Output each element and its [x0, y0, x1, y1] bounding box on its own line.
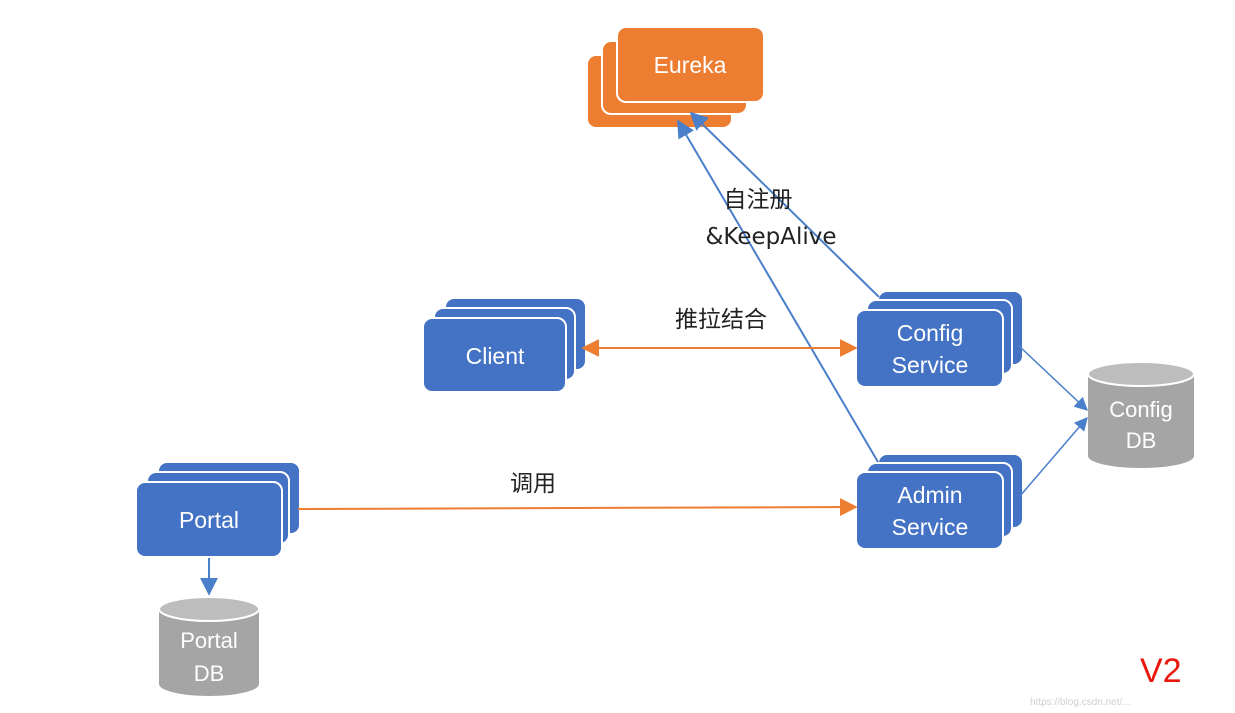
admin-register-arrow [677, 119, 879, 463]
config-db-label-line1: Config [1109, 397, 1173, 422]
admin-service-db-arrow [1019, 416, 1088, 497]
eureka-node: Eureka [586, 26, 765, 129]
invoke-arrow [297, 498, 858, 517]
config-service-db-arrow [1017, 344, 1088, 411]
config-db-cylinder: Config DB [1087, 361, 1195, 468]
admin-service-label-line1: Admin [897, 482, 962, 508]
eureka-label: Eureka [654, 52, 727, 78]
push-pull-label: 推拉结合 [675, 307, 767, 333]
portal-label: Portal [179, 507, 239, 533]
admin-service-node: Admin Service [855, 453, 1024, 550]
client-label: Client [466, 343, 525, 369]
portal-node: Portal [135, 461, 301, 558]
portal-db-label-line1: Portal [180, 628, 237, 653]
portal-db-label-line2: DB [194, 661, 225, 686]
register-label-line1: 自注册 [724, 187, 793, 213]
config-db-label-line2: DB [1126, 428, 1157, 453]
config-service-label-line1: Config [897, 320, 963, 346]
config-register-arrow [689, 111, 880, 298]
config-service-label-line2: Service [892, 352, 969, 378]
admin-service-label-line2: Service [892, 514, 969, 540]
invoke-label: 调用 [510, 471, 556, 497]
version-tag: V2 [1140, 652, 1182, 690]
config-service-node: Config Service [855, 290, 1024, 388]
portal-db-cylinder: Portal DB [158, 596, 260, 696]
watermark-text: https://blog.csdn.net/... [1030, 697, 1131, 708]
register-label-line2: &KeepAlive [705, 224, 836, 250]
client-node: Client [422, 297, 587, 393]
